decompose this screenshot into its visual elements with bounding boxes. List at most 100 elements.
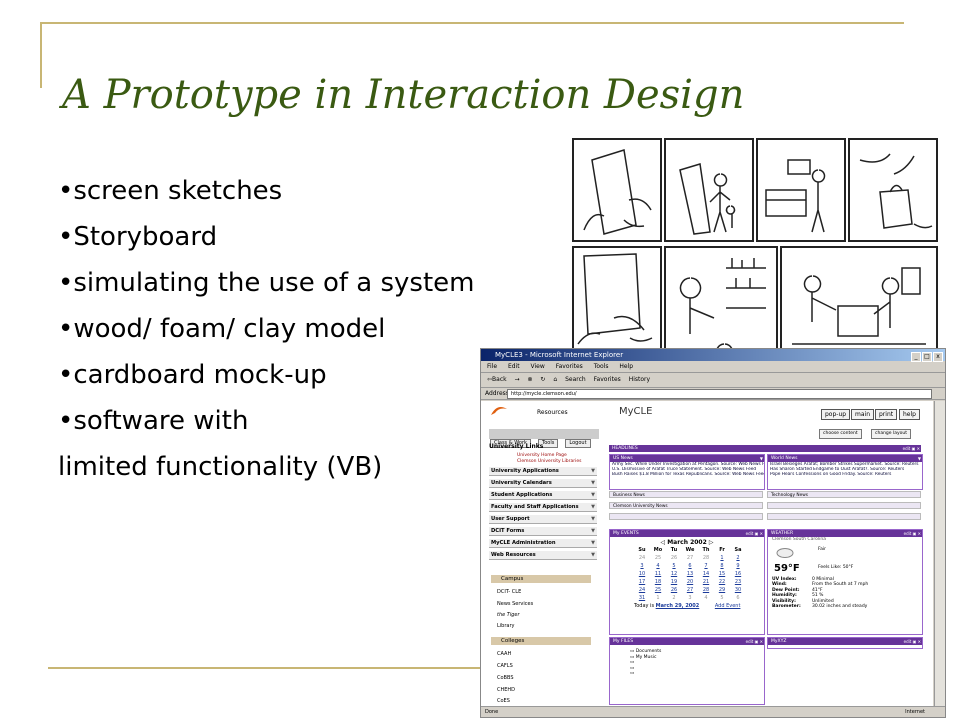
calendar-day[interactable]: 6 — [736, 595, 740, 601]
news-link[interactable]: U.S. Dismissive of Arafat Truce Statemen… — [612, 467, 757, 473]
forward-button[interactable]: → — [514, 376, 520, 383]
menu-tools[interactable]: Tools — [593, 363, 609, 370]
calendar-day[interactable]: 14 — [702, 571, 710, 577]
nav-university-applications[interactable]: University Applications▼ — [489, 467, 597, 476]
stop-button[interactable]: ⊗ — [527, 376, 533, 383]
menu-view[interactable]: View — [530, 363, 545, 370]
add-event-link[interactable]: Add Event — [714, 603, 741, 609]
nav-dcit-forms[interactable]: DCIT Forms▼ — [489, 527, 597, 536]
calendar-day[interactable]: 2 — [736, 555, 740, 561]
calendar-day[interactable]: 20 — [686, 579, 694, 585]
news-link[interactable]: Pope Hears Confessions on Good Friday. S… — [770, 472, 892, 478]
calendar-day[interactable]: 25 — [654, 587, 662, 593]
college-link[interactable]: CAFLS — [497, 663, 513, 669]
folder-item[interactable]: ▭ — [610, 671, 764, 677]
calendar-day[interactable]: 30 — [734, 587, 742, 593]
chevron-down-icon[interactable]: ▼ — [759, 456, 763, 461]
calendar-day[interactable]: 26 — [670, 555, 678, 561]
history-button[interactable]: History — [628, 376, 651, 383]
news-link[interactable]: Bush Raises $1.8 Million for Texas Repub… — [612, 472, 764, 478]
calendar-day[interactable]: 4 — [704, 595, 708, 601]
pane-controls[interactable]: edit ▣ ✕ — [745, 639, 763, 644]
pane-controls[interactable]: edit ▣ ✕ — [745, 531, 763, 536]
college-link[interactable]: CoBBS — [497, 675, 514, 681]
refresh-button[interactable]: ↻ — [540, 376, 546, 383]
main-button[interactable]: main — [851, 409, 874, 420]
calendar-day[interactable]: 24 — [638, 555, 646, 561]
tab-tools[interactable]: Tools — [538, 439, 559, 448]
back-button[interactable]: ⇦Back — [487, 376, 507, 383]
calendar-day[interactable]: 23 — [734, 579, 742, 585]
nav-web-resources[interactable]: Web Resources▼ — [489, 551, 597, 560]
maximize-icon[interactable]: □ — [922, 352, 932, 362]
calendar-day[interactable]: 28 — [702, 587, 710, 593]
calendar-day[interactable]: 1 — [656, 595, 660, 601]
news-link[interactable]: Army Sec. While Under Investigation at P… — [612, 462, 764, 467]
menu-edit[interactable]: Edit — [507, 363, 520, 370]
calendar-day[interactable]: 1 — [720, 555, 724, 561]
calendar-day[interactable]: 6 — [688, 563, 692, 569]
calendar-day[interactable]: 24 — [638, 587, 646, 593]
nav-university-calendars[interactable]: University Calendars▼ — [489, 479, 597, 488]
campus-link[interactable]: News Services — [497, 601, 534, 607]
calendar-day[interactable]: 22 — [718, 579, 726, 585]
today-date-link[interactable]: March 29, 2002 — [655, 603, 700, 609]
vertical-scrollbar[interactable] — [934, 401, 945, 707]
business-news-row[interactable]: Business News — [609, 491, 763, 498]
calendar-day[interactable]: 26 — [670, 587, 678, 593]
calendar-day[interactable]: 28 — [702, 555, 710, 561]
folder-item[interactable]: ▭ — [610, 666, 764, 672]
calendar-day[interactable]: 5 — [672, 563, 676, 569]
calendar-day[interactable]: 5 — [720, 595, 724, 601]
calendar-day[interactable]: 9 — [736, 563, 740, 569]
calendar-day[interactable]: 11 — [654, 571, 662, 577]
calendar-day[interactable]: 8 — [720, 563, 724, 569]
menu-favorites[interactable]: Favorites — [555, 363, 583, 370]
link-libraries[interactable]: Clemson University Libraries — [517, 459, 582, 464]
popup-button[interactable]: pop-up — [821, 409, 851, 420]
news-link[interactable]: Israel Besieges Arafat; Bomber Strikes S… — [770, 462, 919, 467]
calendar-day[interactable]: 27 — [686, 587, 694, 593]
tab-logout[interactable]: Logout — [565, 439, 591, 448]
nav-faculty-staff[interactable]: Faculty and Staff Applications▼ — [489, 503, 597, 512]
calendar-day[interactable]: 21 — [702, 579, 710, 585]
chevron-down-icon[interactable]: ▼ — [917, 456, 921, 461]
menu-file[interactable]: File — [487, 363, 498, 370]
calendar-day[interactable]: 27 — [686, 555, 694, 561]
folder-item[interactable]: ▭ Documents — [610, 649, 764, 655]
change-layout-button[interactable]: change layout — [871, 429, 912, 439]
calendar-day[interactable]: 25 — [654, 555, 662, 561]
calendar-day[interactable]: 2 — [672, 595, 676, 601]
calendar-day[interactable]: 17 — [638, 579, 646, 585]
print-button[interactable]: print — [875, 409, 898, 420]
help-button[interactable]: help — [899, 409, 920, 420]
pane-controls[interactable]: edit ▣ ✕ — [903, 639, 921, 644]
college-link[interactable]: CAAH — [497, 651, 512, 657]
empty-news-row[interactable] — [767, 513, 921, 520]
clemson-news-row[interactable]: Clemson University News — [609, 502, 763, 509]
news-link[interactable]: Has Sharon Started Endgame to Oust Arafa… — [770, 467, 905, 473]
calendar-day[interactable]: 12 — [670, 571, 678, 577]
address-input[interactable]: http://mycle.clemson.edu/ — [507, 389, 932, 399]
link-university-home[interactable]: University Home Page — [517, 453, 567, 458]
nav-user-support[interactable]: User Support▼ — [489, 515, 597, 524]
campus-link[interactable]: the Tiger — [497, 612, 520, 618]
calendar-day[interactable]: 18 — [654, 579, 662, 585]
empty-news-row[interactable] — [767, 502, 921, 509]
calendar-day[interactable]: 19 — [670, 579, 678, 585]
calendar-day[interactable]: 16 — [734, 571, 742, 577]
folder-item[interactable]: ▭ My Music — [610, 655, 764, 661]
college-link[interactable]: CHEHD — [497, 687, 516, 693]
nav-student-applications[interactable]: Student Applications▼ — [489, 491, 597, 500]
tab-class-work[interactable]: Class & Work — [490, 439, 531, 448]
minimize-icon[interactable]: _ — [911, 352, 921, 362]
campus-link[interactable]: Library — [497, 623, 515, 629]
pane-controls[interactable]: edit ▣ ✕ — [902, 446, 920, 451]
empty-news-row[interactable] — [609, 513, 763, 520]
search-button[interactable]: Search — [565, 376, 586, 383]
calendar-day[interactable]: 3 — [640, 563, 644, 569]
choose-content-button[interactable]: choose content — [819, 429, 862, 439]
menu-help[interactable]: Help — [619, 363, 634, 370]
calendar-day[interactable]: 13 — [686, 571, 694, 577]
home-button[interactable]: ⌂ — [553, 376, 558, 383]
